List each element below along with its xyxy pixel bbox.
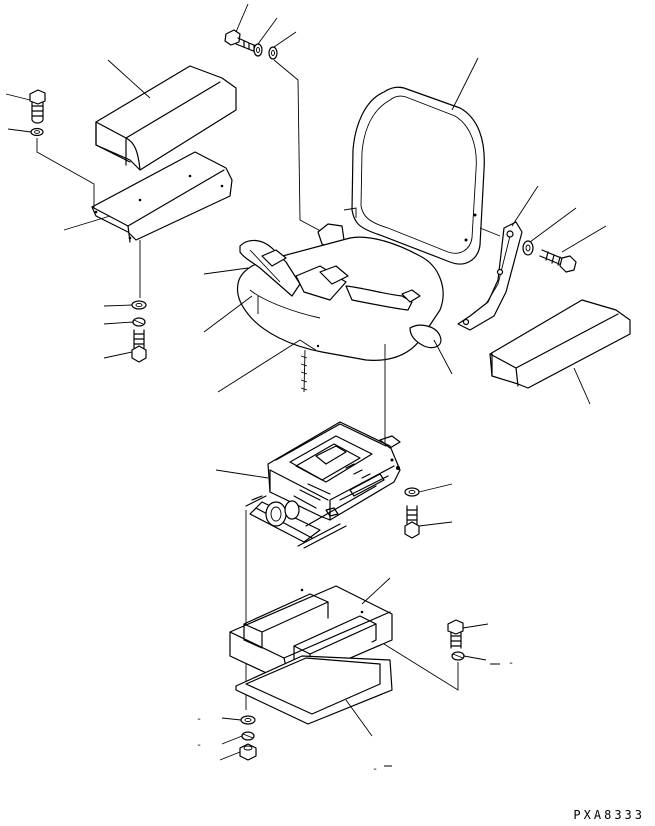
back-hinge-washer [522,240,534,256]
headrest-washer [253,43,263,57]
drawing-code: PXA8333 [573,808,645,822]
bottom-left-washer-1 [131,300,147,310]
armrest-bolt-left [29,89,46,124]
floor-plate [229,585,393,685]
callout-4: - [508,658,514,669]
right-armrest-pad [489,299,631,389]
bottom-washer [240,715,256,725]
bottom-lockwasher [241,731,255,741]
bottom-left-bolt [131,329,147,363]
plate-bolt [447,619,464,649]
backrest [351,86,485,265]
suspension-base [245,421,401,549]
back-hinge-bolt [539,249,577,273]
callout-1: - [196,714,202,725]
mount-washer [404,487,420,497]
callout-2: - [196,740,202,751]
left-armrest-pad [95,65,237,171]
left-armrest-bracket [91,151,233,243]
headrest-lockwasher [268,46,278,60]
seat-belt [239,239,442,349]
callout-3: - [372,764,378,775]
armrest-washer-left [30,127,44,137]
back-hinge-bracket [457,221,523,331]
bottom-left-washer-2 [132,317,146,327]
floor-mat [235,655,393,725]
headrest-bolt [224,29,259,53]
plate-washer [451,651,465,661]
mount-bolt [404,505,420,539]
bottom-nut [239,743,257,761]
